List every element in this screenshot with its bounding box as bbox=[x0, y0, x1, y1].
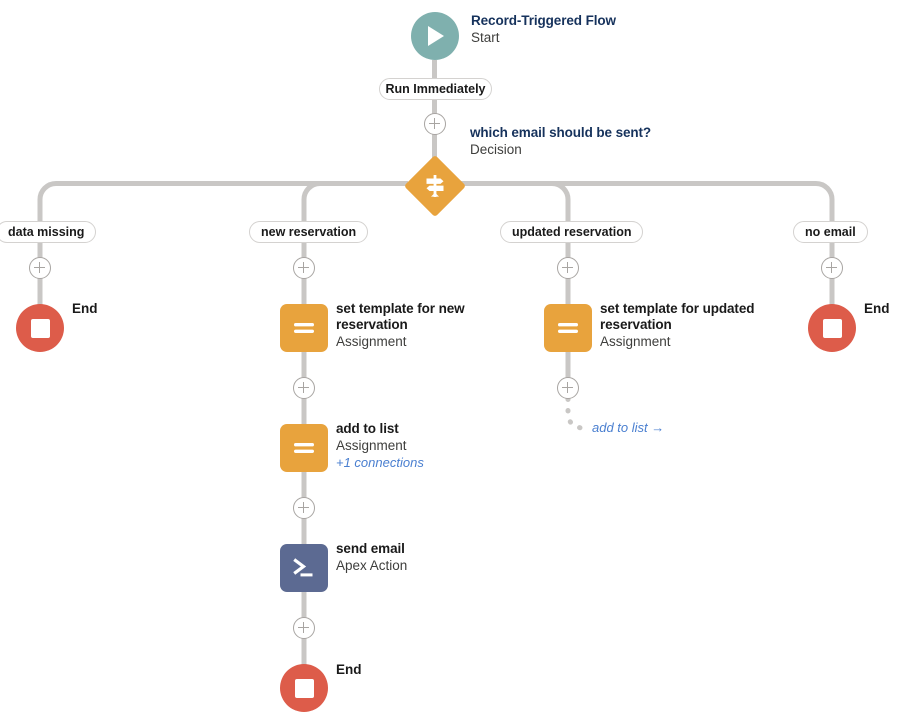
decision-node[interactable] bbox=[403, 154, 467, 218]
start-node-text: Record-Triggered Flow Start bbox=[471, 13, 711, 46]
stop-square bbox=[822, 318, 842, 338]
node-title: add to list bbox=[336, 421, 399, 436]
play-icon bbox=[411, 12, 459, 60]
node-title: set template for new reservation bbox=[336, 301, 465, 332]
stop-icon bbox=[16, 304, 64, 352]
end-node-right[interactable] bbox=[808, 304, 856, 352]
branch-label-text: no email bbox=[805, 225, 856, 239]
end-node-left[interactable] bbox=[16, 304, 64, 352]
start-node-subtitle: Start bbox=[471, 30, 500, 45]
add-element-button-no-email[interactable] bbox=[821, 257, 843, 279]
add-element-button-after-send-email[interactable] bbox=[293, 617, 315, 639]
stop-square bbox=[30, 318, 50, 338]
add-element-button-after-start[interactable] bbox=[424, 113, 446, 135]
end-node-right-label: End bbox=[864, 301, 890, 316]
branch-label-text: updated reservation bbox=[512, 225, 632, 239]
node-subtitle: Assignment bbox=[600, 334, 671, 349]
assignment-node-add-to-list[interactable] bbox=[280, 424, 328, 472]
decision-node-title: which email should be sent? bbox=[470, 125, 652, 140]
stop-icon bbox=[280, 664, 328, 712]
apex-action-node-send-email-text: send email Apex Action bbox=[336, 541, 536, 574]
assignment-node-set-template-updated[interactable] bbox=[544, 304, 592, 352]
end-node-bottom[interactable] bbox=[280, 664, 328, 712]
goto-link-add-to-list[interactable]: add to list → bbox=[592, 420, 664, 435]
wire-goto-dotted bbox=[565, 396, 589, 431]
assignment-icon bbox=[544, 304, 592, 352]
decision-node-text: which email should be sent? Decision bbox=[470, 125, 760, 158]
stop-icon bbox=[808, 304, 856, 352]
signpost-icon bbox=[404, 155, 466, 217]
end-node-bottom-label: End bbox=[336, 662, 362, 677]
assignment-icon bbox=[280, 424, 328, 472]
run-immediately-label: Run Immediately bbox=[385, 82, 486, 96]
assignment-node-set-template-updated-text: set template for updated reservation Ass… bbox=[600, 301, 800, 350]
add-element-button-after-set-template-updated[interactable] bbox=[557, 377, 579, 399]
start-node-title: Record-Triggered Flow bbox=[471, 13, 616, 28]
assignment-node-set-template-new-text: set template for new reservation Assignm… bbox=[336, 301, 516, 350]
assignment-node-add-to-list-text: add to list Assignment +1 connections bbox=[336, 421, 536, 471]
add-element-button-data-missing[interactable] bbox=[29, 257, 51, 279]
assignment-icon bbox=[280, 304, 328, 352]
node-title: send email bbox=[336, 541, 405, 556]
branch-label-no-email[interactable]: no email bbox=[793, 221, 868, 243]
add-element-button-new-reservation[interactable] bbox=[293, 257, 315, 279]
end-node-left-label: End bbox=[72, 301, 98, 316]
add-element-button-after-add-to-list[interactable] bbox=[293, 497, 315, 519]
branch-label-text: data missing bbox=[8, 225, 85, 239]
add-element-button-updated-reservation[interactable] bbox=[557, 257, 579, 279]
add-element-button-after-set-template-new[interactable] bbox=[293, 377, 315, 399]
node-subtitle: Apex Action bbox=[336, 558, 408, 573]
apex-action-node-send-email[interactable] bbox=[280, 544, 328, 592]
node-title: set template for updated reservation bbox=[600, 301, 755, 332]
node-subtitle: Assignment bbox=[336, 438, 407, 453]
goto-link-label: add to list → bbox=[592, 420, 665, 435]
node-connections-count[interactable]: +1 connections bbox=[336, 455, 424, 470]
apex-action-icon bbox=[280, 544, 328, 592]
stop-square bbox=[294, 678, 314, 698]
branch-label-updated-reservation[interactable]: updated reservation bbox=[500, 221, 644, 243]
start-node[interactable] bbox=[411, 12, 459, 60]
decision-node-subtitle: Decision bbox=[470, 142, 522, 157]
assignment-node-set-template-new[interactable] bbox=[280, 304, 328, 352]
branch-label-text: new reservation bbox=[261, 225, 357, 239]
run-immediately-pill[interactable]: Run Immediately bbox=[379, 78, 492, 100]
node-subtitle: Assignment bbox=[336, 334, 407, 349]
branch-label-new-reservation[interactable]: new reservation bbox=[249, 221, 369, 243]
branch-label-data-missing[interactable]: data missing bbox=[0, 221, 97, 243]
